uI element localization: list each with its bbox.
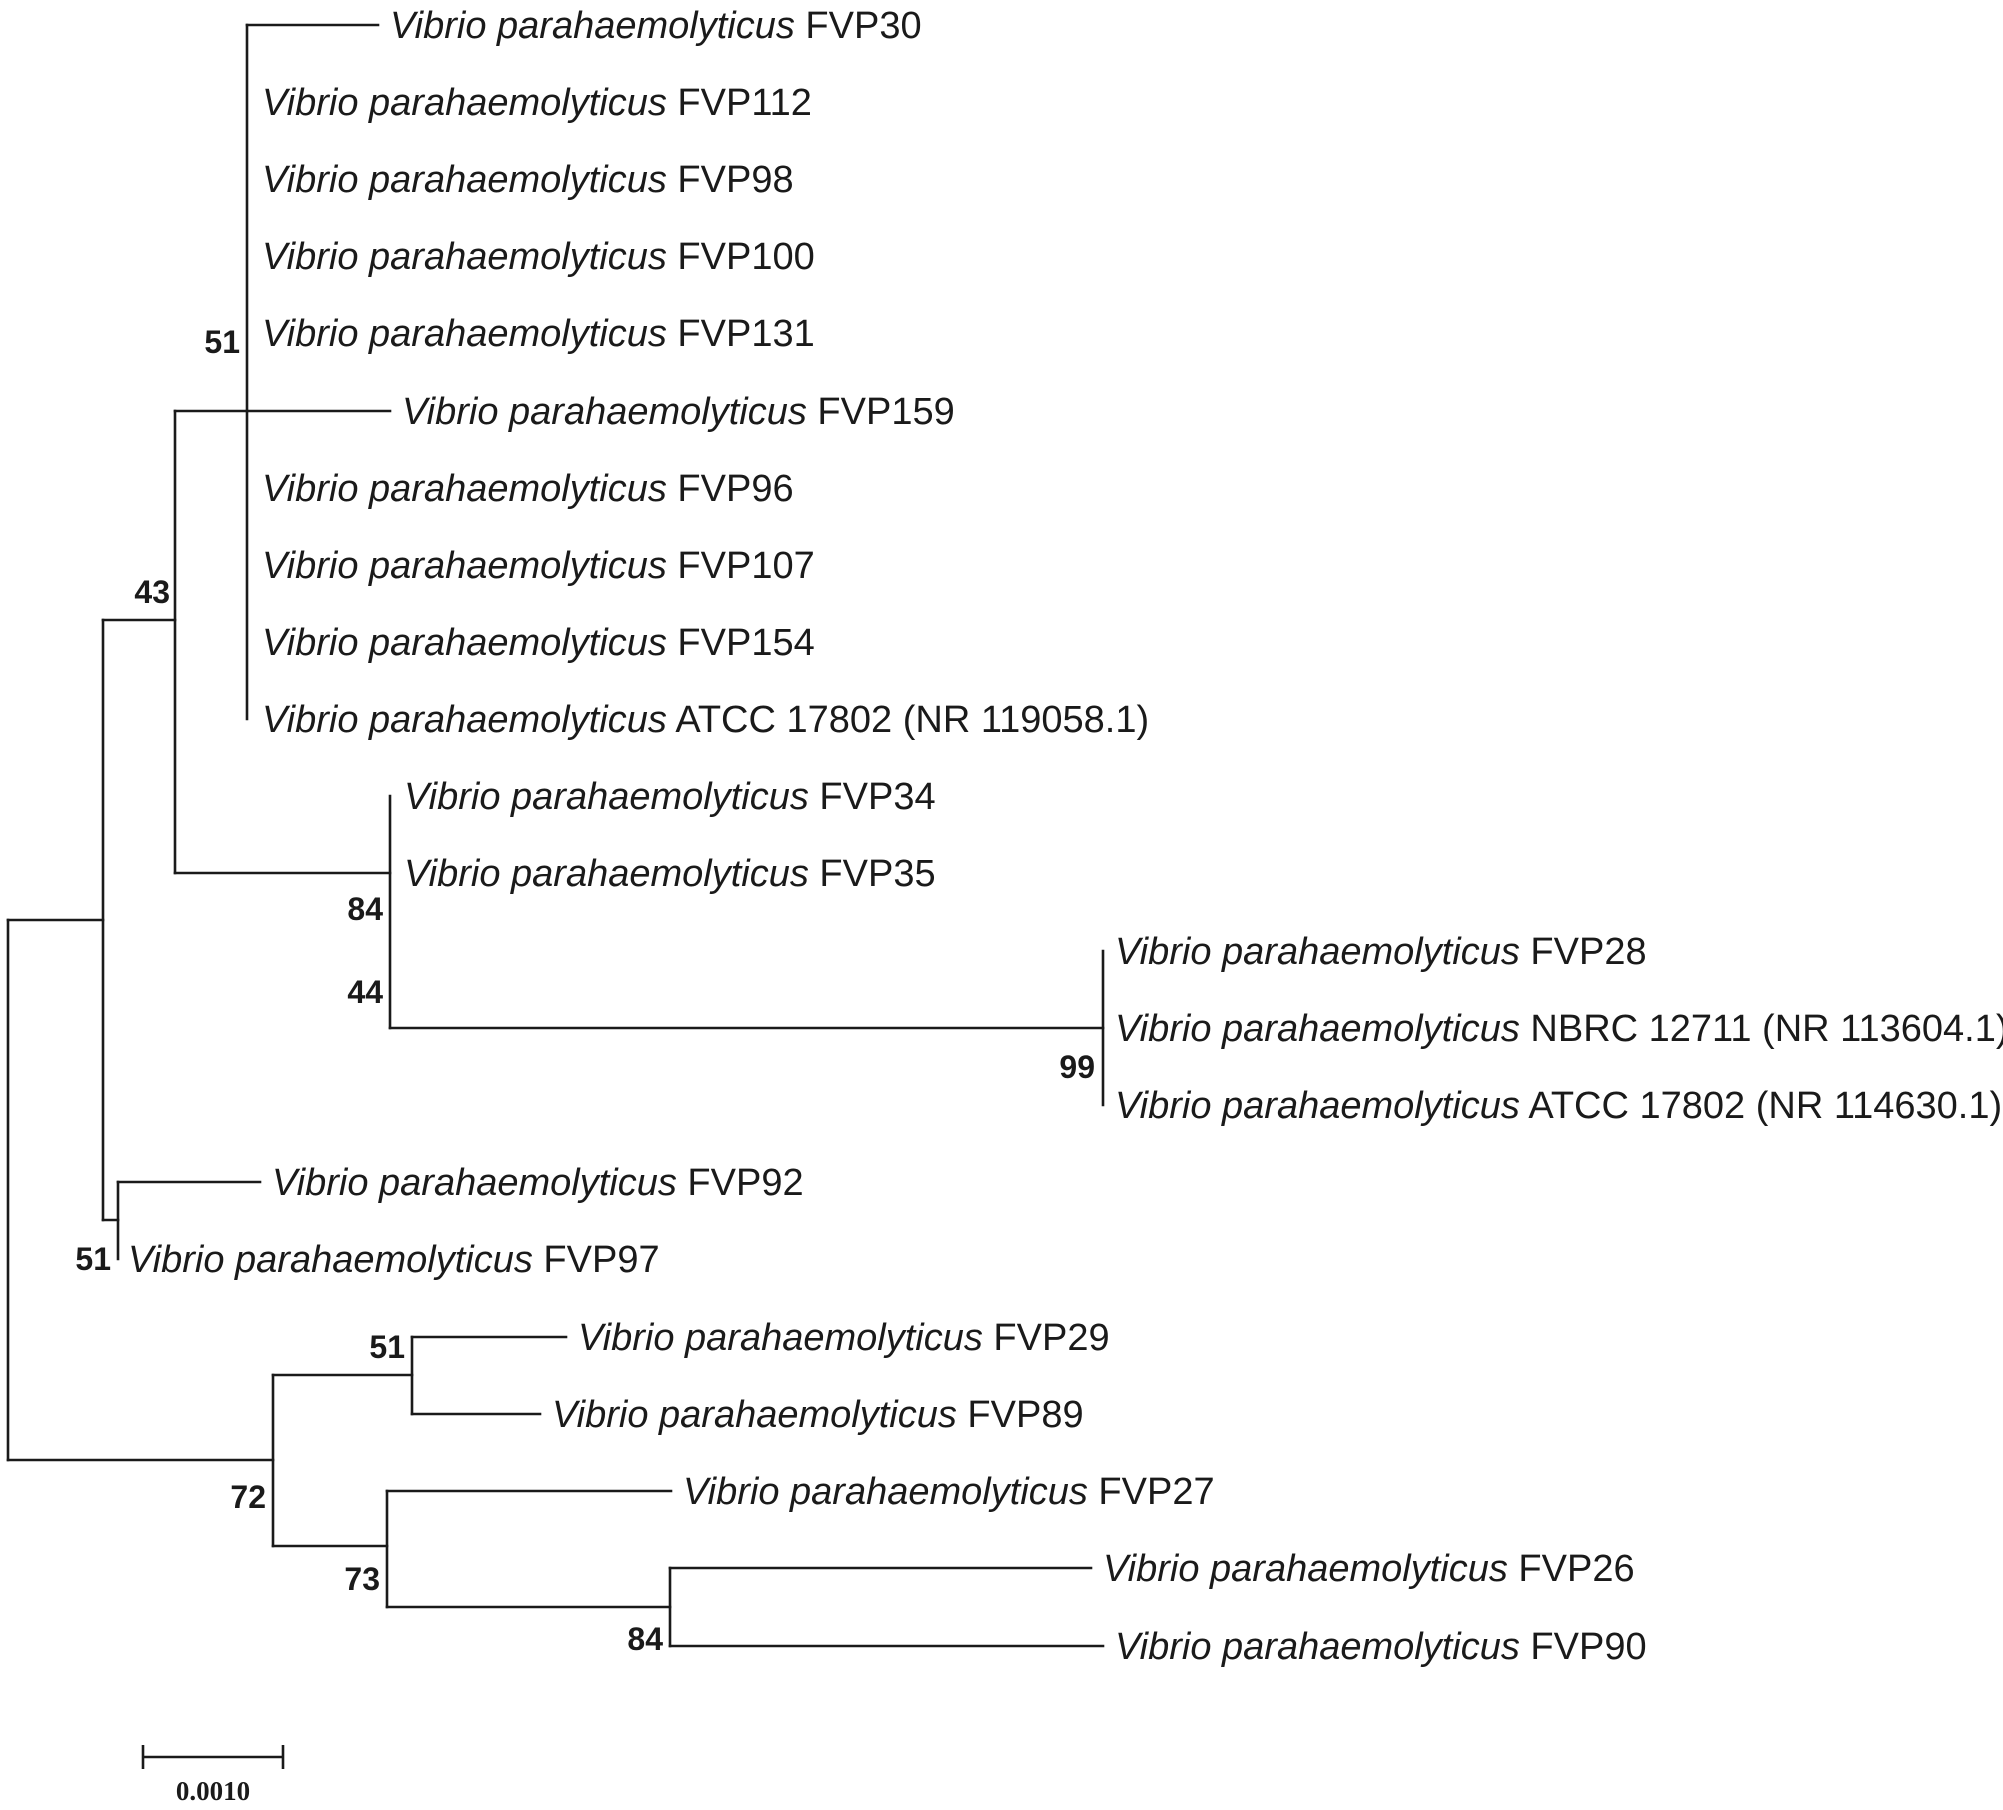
species-name: Vibrio parahaemolyticus bbox=[404, 853, 809, 895]
species-name: Vibrio parahaemolyticus bbox=[262, 545, 667, 587]
leaf-label-l9: Vibrio parahaemolyticus FVP154 bbox=[262, 622, 815, 664]
strain-name: FVP29 bbox=[983, 1317, 1110, 1359]
leaf-label-l3: Vibrio parahaemolyticus FVP98 bbox=[262, 159, 794, 201]
tree-branches bbox=[6, 23, 1105, 1648]
bootstrap-value-n_43: 43 bbox=[134, 574, 170, 610]
strain-name: FVP90 bbox=[1520, 1626, 1647, 1668]
strain-name: FVP131 bbox=[667, 313, 815, 355]
species-name: Vibrio parahaemolyticus bbox=[272, 1162, 677, 1204]
leaf-label-l5: Vibrio parahaemolyticus FVP131 bbox=[262, 313, 815, 355]
bootstrap-value-n_51b: 51 bbox=[369, 1329, 405, 1365]
species-name: Vibrio parahaemolyticus bbox=[1115, 1626, 1520, 1668]
bootstrap-value-n_84b: 84 bbox=[627, 1621, 663, 1657]
strain-name: FVP159 bbox=[807, 391, 955, 433]
species-name: Vibrio parahaemolyticus bbox=[262, 313, 667, 355]
leaf-label-l1: Vibrio parahaemolyticus FVP30 bbox=[390, 5, 922, 47]
leaf-label-l17: Vibrio parahaemolyticus FVP97 bbox=[128, 1239, 660, 1281]
strain-name: FVP28 bbox=[1520, 931, 1647, 973]
strain-name: ATCC 17802 (NR 119058.1) bbox=[667, 699, 1149, 741]
strain-name: FVP30 bbox=[795, 5, 922, 47]
species-name: Vibrio parahaemolyticus bbox=[262, 236, 667, 278]
bootstrap-value-n_51a: 51 bbox=[204, 324, 240, 360]
strain-name: FVP34 bbox=[809, 776, 936, 818]
strain-name: ATCC 17802 (NR 114630.1) bbox=[1520, 1085, 2002, 1127]
species-name: Vibrio parahaemolyticus bbox=[578, 1317, 983, 1359]
strain-name: FVP96 bbox=[667, 468, 794, 510]
leaf-label-l11: Vibrio parahaemolyticus FVP34 bbox=[404, 776, 936, 818]
strain-name: FVP27 bbox=[1088, 1471, 1215, 1513]
scale-bar: 0.0010 bbox=[141, 1745, 285, 1806]
leaf-label-l14: Vibrio parahaemolyticus NBRC 12711 (NR 1… bbox=[1115, 1008, 2003, 1050]
leaf-label-l8: Vibrio parahaemolyticus FVP107 bbox=[262, 545, 815, 587]
bootstrap-value-n_73: 73 bbox=[344, 1561, 380, 1597]
strain-name: FVP92 bbox=[677, 1162, 804, 1204]
strain-name: FVP97 bbox=[533, 1239, 660, 1281]
strain-name: FVP89 bbox=[957, 1394, 1084, 1436]
species-name: Vibrio parahaemolyticus bbox=[262, 468, 667, 510]
leaf-label-l13: Vibrio parahaemolyticus FVP28 bbox=[1115, 931, 1647, 973]
species-name: Vibrio parahaemolyticus bbox=[404, 776, 809, 818]
species-name: Vibrio parahaemolyticus bbox=[1115, 1085, 1520, 1127]
species-name: Vibrio parahaemolyticus bbox=[262, 622, 667, 664]
bootstrap-value-n_44: 44 bbox=[347, 974, 383, 1010]
leaf-label-l22: Vibrio parahaemolyticus FVP90 bbox=[1115, 1626, 1647, 1668]
species-name: Vibrio parahaemolyticus bbox=[1115, 1008, 1520, 1050]
species-name: Vibrio parahaemolyticus bbox=[683, 1471, 1088, 1513]
leaf-label-l16: Vibrio parahaemolyticus FVP92 bbox=[272, 1162, 804, 1204]
species-name: Vibrio parahaemolyticus bbox=[390, 5, 795, 47]
species-name: Vibrio parahaemolyticus bbox=[262, 159, 667, 201]
leaf-label-l12: Vibrio parahaemolyticus FVP35 bbox=[404, 853, 936, 895]
species-name: Vibrio parahaemolyticus bbox=[1115, 931, 1520, 973]
strain-name: FVP107 bbox=[667, 545, 815, 587]
leaf-label-l4: Vibrio parahaemolyticus FVP100 bbox=[262, 236, 815, 278]
strain-name: FVP100 bbox=[667, 236, 815, 278]
leaf-label-l21: Vibrio parahaemolyticus FVP26 bbox=[1103, 1548, 1635, 1590]
strain-name: FVP35 bbox=[809, 853, 936, 895]
strain-name: NBRC 12711 (NR 113604.1) bbox=[1520, 1008, 2003, 1050]
strain-name: FVP98 bbox=[667, 159, 794, 201]
species-name: Vibrio parahaemolyticus bbox=[262, 699, 667, 741]
leaf-label-l10: Vibrio parahaemolyticus ATCC 17802 (NR 1… bbox=[262, 699, 1149, 741]
bootstrap-value-n_72: 72 bbox=[230, 1479, 266, 1515]
leaf-label-l2: Vibrio parahaemolyticus FVP112 bbox=[262, 82, 812, 124]
support-values: 51 43 84 44 99 51 51 72 73 84 bbox=[75, 324, 1095, 1657]
leaf-label-l18: Vibrio parahaemolyticus FVP29 bbox=[578, 1317, 1110, 1359]
leaf-label-l15: Vibrio parahaemolyticus ATCC 17802 (NR 1… bbox=[1115, 1085, 2002, 1127]
species-name: Vibrio parahaemolyticus bbox=[262, 82, 667, 124]
bootstrap-value-n_84a: 84 bbox=[347, 891, 383, 927]
species-name: Vibrio parahaemolyticus bbox=[402, 391, 807, 433]
scale-bar-label: 0.0010 bbox=[176, 1776, 250, 1806]
bootstrap-value-n_51c: 51 bbox=[75, 1241, 111, 1277]
bootstrap-value-n_99: 99 bbox=[1059, 1049, 1095, 1085]
species-name: Vibrio parahaemolyticus bbox=[1103, 1548, 1508, 1590]
strain-name: FVP154 bbox=[667, 622, 815, 664]
species-name: Vibrio parahaemolyticus bbox=[128, 1239, 533, 1281]
strain-name: FVP26 bbox=[1508, 1548, 1635, 1590]
leaf-label-l20: Vibrio parahaemolyticus FVP27 bbox=[683, 1471, 1215, 1513]
leaf-label-l7: Vibrio parahaemolyticus FVP96 bbox=[262, 468, 794, 510]
strain-name: FVP112 bbox=[667, 82, 812, 124]
leaf-label-l19: Vibrio parahaemolyticus FVP89 bbox=[552, 1394, 1084, 1436]
leaf-label-l6: Vibrio parahaemolyticus FVP159 bbox=[402, 391, 955, 433]
species-name: Vibrio parahaemolyticus bbox=[552, 1394, 957, 1436]
